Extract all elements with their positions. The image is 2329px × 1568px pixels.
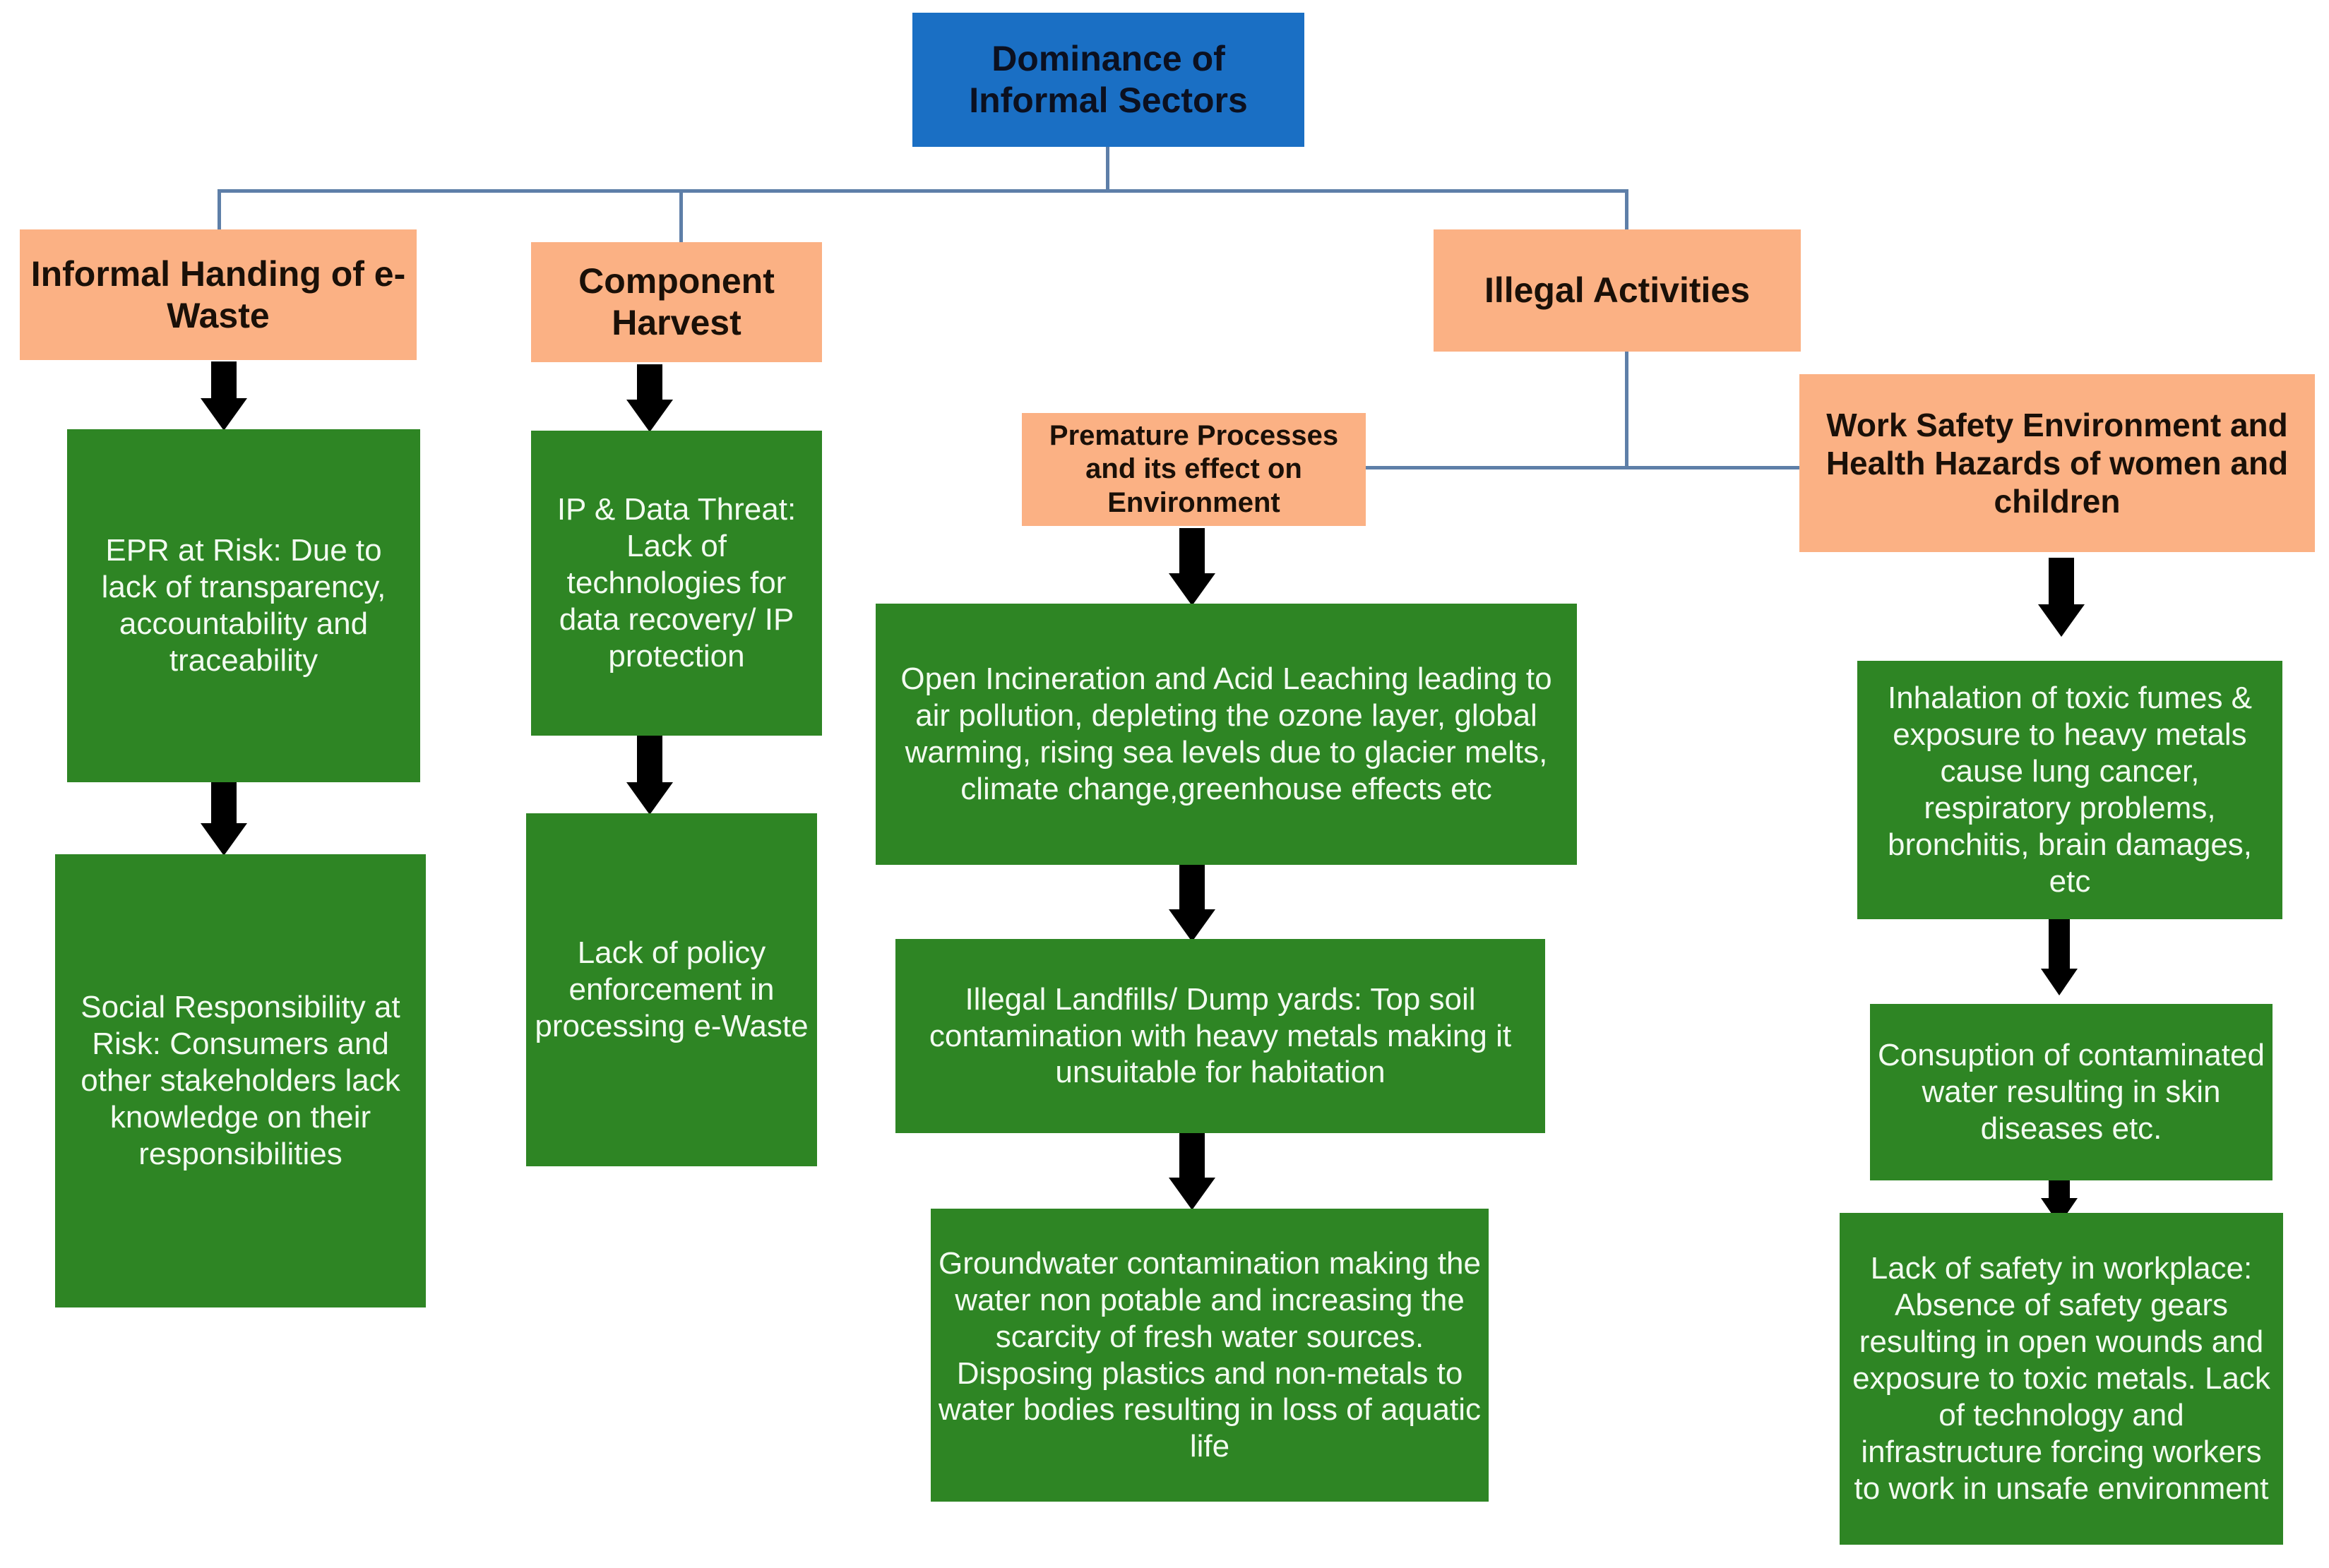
node-social-responsibility-at-risk[interactable]: Social Responsibility at Risk: Consumers… (55, 854, 426, 1307)
connector-drop-illegal-activities (1625, 189, 1628, 230)
node-label: Work Safety Environment and Health Hazar… (1825, 406, 2289, 520)
connector-illegal-activities-stem (1625, 352, 1628, 468)
node-illegal-activities[interactable]: Illegal Activities (1434, 229, 1801, 352)
node-inhalation-of-toxic-fumes[interactable]: Inhalation of toxic fumes & exposure to … (1857, 661, 2282, 919)
node-lack-of-safety-in-workplace[interactable]: Lack of safety in workplace: Absence of … (1840, 1213, 2283, 1545)
node-consuption-of-contaminated-water[interactable]: Consuption of contaminated water resulti… (1870, 1004, 2273, 1180)
node-label: Open Incineration and Acid Leaching lead… (900, 662, 1552, 806)
arrow-down-component-harvest-to-ip-threat (618, 364, 681, 432)
node-premature-processes[interactable]: Premature Processes and its effect on En… (1022, 413, 1366, 526)
node-dominance-of-informal-sectors[interactable]: Dominance of Informal Sectors (912, 13, 1304, 147)
node-label: Illegal Landfills/ Dump yards: Top soil … (929, 981, 1512, 1090)
arrow-down-open-incineration-to-landfills (1160, 863, 1224, 942)
connector-root-bus (218, 189, 1628, 193)
arrow-down-work-safety-to-inhalation (2030, 558, 2093, 637)
node-label: Component Harvest (578, 261, 775, 342)
node-ip-and-data-threat[interactable]: IP & Data Threat: Lack of technologies f… (531, 431, 822, 736)
node-epr-at-risk[interactable]: EPR at Risk: Due to lack of transparency… (67, 429, 420, 782)
connector-drop-informal-handling (218, 189, 221, 230)
node-work-safety-health-hazards[interactable]: Work Safety Environment and Health Hazar… (1799, 374, 2315, 552)
connector-root-stem (1106, 146, 1109, 191)
connector-drop-component-harvest (679, 189, 683, 242)
node-label: Premature Processes and its effect on En… (1049, 420, 1339, 518)
node-component-harvest[interactable]: Component Harvest (531, 242, 822, 362)
node-label: Lack of safety in workplace: Absence of … (1852, 1251, 2270, 1506)
node-label: Groundwater contamination making the wat… (939, 1245, 1481, 1464)
node-label: Consuption of contaminated water resulti… (1878, 1038, 2265, 1146)
arrow-down-premature-to-open-incineration (1160, 528, 1224, 606)
node-label: Informal Handing of e-Waste (30, 253, 406, 335)
arrow-down-landfills-to-groundwater (1160, 1131, 1224, 1210)
arrow-down-ip-threat-to-policy-enforcement (618, 734, 681, 815)
node-illegal-landfills-dump-yards[interactable]: Illegal Landfills/ Dump yards: Top soil … (895, 939, 1545, 1133)
arrow-down-inhalation-to-consumption (2034, 918, 2085, 995)
node-label: Social Responsibility at Risk: Consumers… (81, 990, 400, 1171)
node-label: EPR at Risk: Due to lack of transparency… (101, 533, 386, 678)
arrow-down-informal-handling-to-epr (192, 361, 256, 431)
node-open-incineration-and-acid-leaching[interactable]: Open Incineration and Acid Leaching lead… (876, 604, 1577, 865)
node-informal-handling-of-e-waste[interactable]: Informal Handing of e-Waste (20, 229, 417, 360)
node-label: Illegal Activities (1484, 270, 1751, 310)
node-groundwater-contamination[interactable]: Groundwater contamination making the wat… (931, 1209, 1489, 1502)
node-lack-of-policy-enforcement[interactable]: Lack of policy enforcement in processing… (526, 813, 817, 1166)
node-label: Lack of policy enforcement in processing… (535, 935, 809, 1043)
arrow-down-epr-to-social-responsibility (192, 782, 256, 856)
node-label: IP & Data Threat: Lack of technologies f… (556, 492, 797, 674)
node-label: Dominance of Informal Sectors (969, 39, 1248, 120)
node-label: Inhalation of toxic fumes & exposure to … (1887, 681, 2253, 899)
connector-illegal-activities-bus (1363, 466, 2094, 469)
